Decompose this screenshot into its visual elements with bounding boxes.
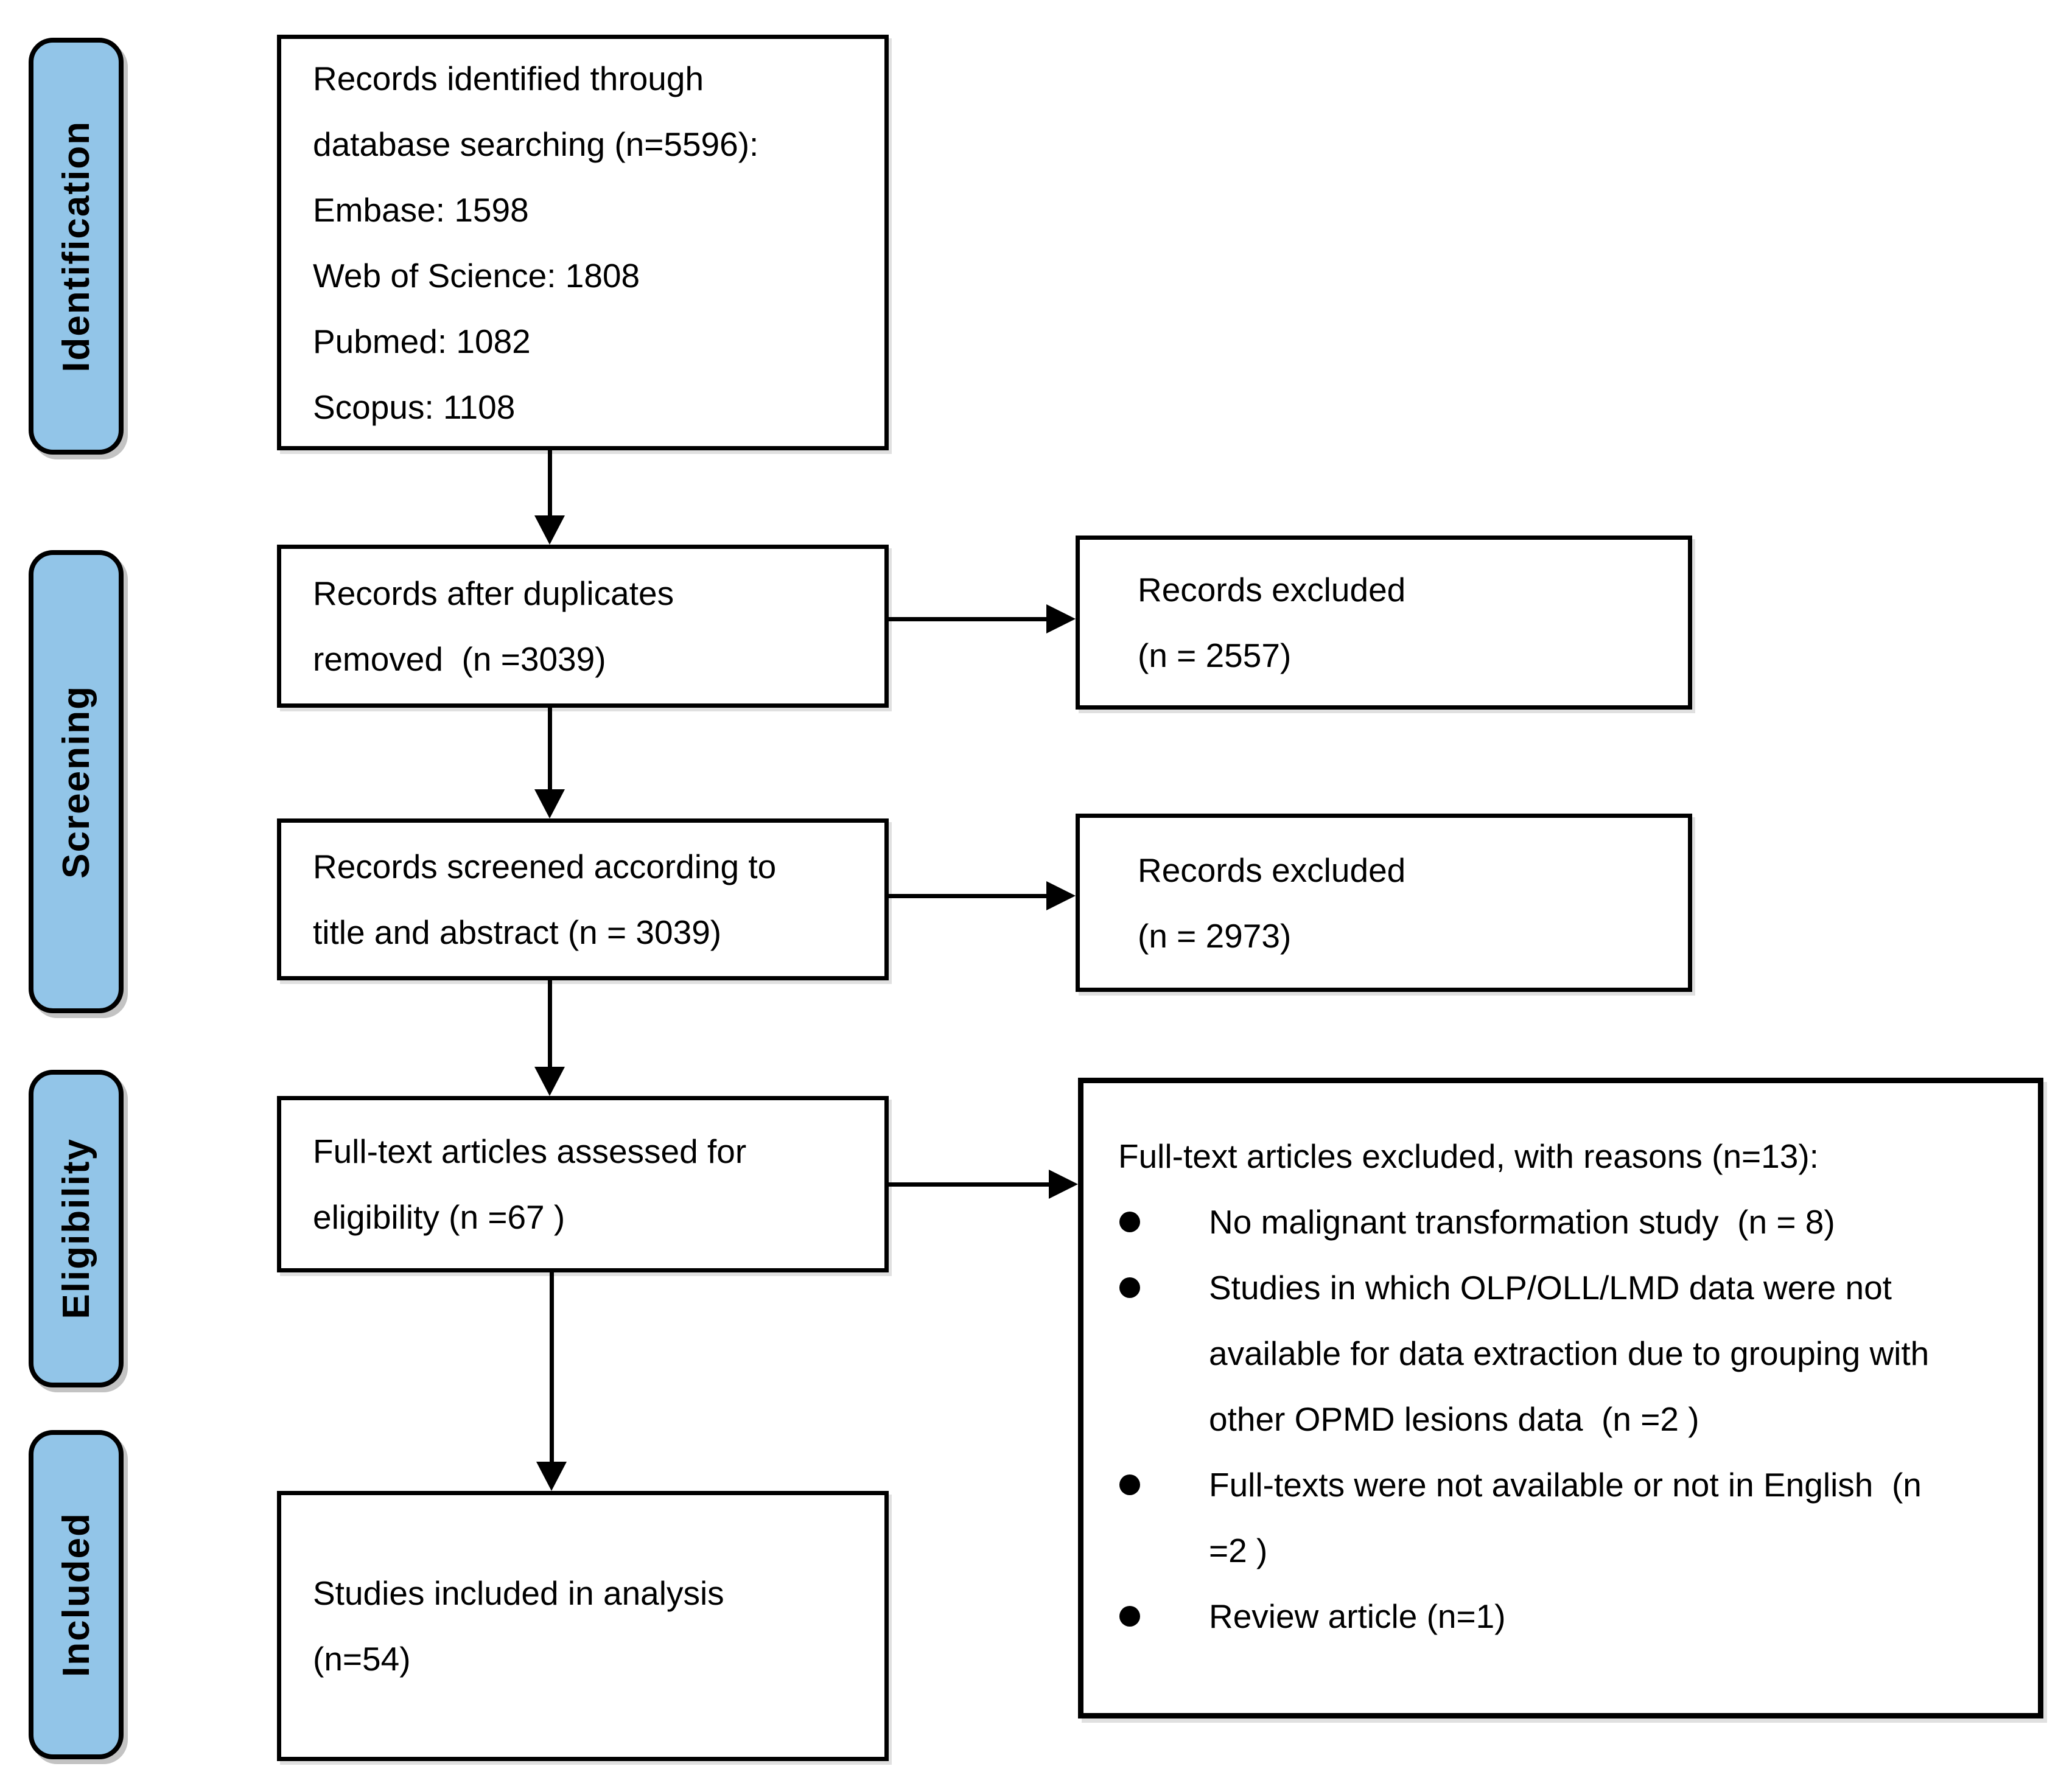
box-fulltext-excluded-header: Full-text articles excluded, with reason… xyxy=(1118,1137,1819,1175)
stage-label-identification-text: Identification xyxy=(55,120,97,372)
excluded-reason-item: Review article (n=1) xyxy=(1118,1583,2014,1649)
box-records-identified-line: Embase: 1598 xyxy=(313,190,529,229)
box-fulltext-assessed-line: Full-text articles assessed for xyxy=(313,1132,747,1170)
box-records-identified-line: database searching (n=5596): xyxy=(313,125,759,163)
stage-label-screening-text: Screening xyxy=(55,685,97,879)
stage-label-eligibility-text: Eligibility xyxy=(55,1138,97,1319)
bullet-dot-icon xyxy=(1119,1277,1140,1298)
box-records-excluded-duplicates-line: Records excluded xyxy=(1138,571,1406,609)
stage-label-included: Included xyxy=(29,1430,124,1759)
box-records-identified-line: Pubmed: 1082 xyxy=(313,322,531,360)
excluded-reason-line: Review article (n=1) xyxy=(1209,1597,1506,1635)
excluded-reason-line: =2 ) xyxy=(1209,1532,1268,1569)
box-duplicates-removed-line: Records after duplicates xyxy=(313,574,674,612)
box-records-identified-line: Scopus: 1108 xyxy=(313,388,516,426)
excluded-reason-item: Full-texts were not available or not in … xyxy=(1118,1452,2014,1583)
stage-label-included-text: Included xyxy=(55,1512,97,1677)
box-duplicates-removed-line: removed (n =3039) xyxy=(313,640,606,678)
box-records-excluded-duplicates: Records excluded (n = 2557) xyxy=(1076,536,1692,710)
excluded-reason-line: No malignant transformation study (n = 8… xyxy=(1209,1203,1835,1241)
excluded-reason-item: No malignant transformation study (n = 8… xyxy=(1118,1189,2014,1255)
stage-label-screening: Screening xyxy=(29,550,124,1013)
box-records-identified: Records identified through database sear… xyxy=(277,35,889,450)
box-duplicates-removed: Records after duplicates removed (n =303… xyxy=(277,545,889,708)
bullet-dot-icon xyxy=(1119,1212,1140,1232)
box-fulltext-assessed-line: eligibility (n =67 ) xyxy=(313,1198,565,1236)
box-fulltext-excluded: Full-text articles excluded, with reason… xyxy=(1078,1078,2043,1718)
box-records-excluded-screening-line: (n = 2973) xyxy=(1138,916,1292,955)
stage-label-eligibility: Eligibility xyxy=(29,1070,124,1387)
box-records-excluded-screening: Records excluded (n = 2973) xyxy=(1076,814,1692,992)
box-studies-included: Studies included in analysis (n=54) xyxy=(277,1491,889,1761)
excluded-reason-line: Studies in which OLP/OLL/LMD data were n… xyxy=(1209,1269,1892,1307)
box-records-identified-line: Web of Science: 1808 xyxy=(313,256,640,295)
box-studies-included-line: (n=54) xyxy=(313,1640,411,1678)
box-fulltext-assessed: Full-text articles assessed for eligibil… xyxy=(277,1096,889,1272)
box-records-identified-line: Records identified through xyxy=(313,59,704,97)
excluded-reason-line: Full-texts were not available or not in … xyxy=(1209,1466,1922,1504)
box-records-excluded-screening-line: Records excluded xyxy=(1138,851,1406,889)
excluded-reason-line: available for data extraction due to gro… xyxy=(1209,1335,1930,1372)
box-records-screened-line: Records screened according to xyxy=(313,848,777,885)
box-studies-included-line: Studies included in analysis xyxy=(313,1574,724,1612)
box-records-screened-line: title and abstract (n = 3039) xyxy=(313,913,722,951)
bullet-dot-icon xyxy=(1119,1474,1140,1495)
box-records-excluded-duplicates-line: (n = 2557) xyxy=(1138,637,1292,674)
box-records-screened: Records screened according to title and … xyxy=(277,818,889,980)
stage-label-identification: Identification xyxy=(29,38,124,455)
excluded-reason-item: Studies in which OLP/OLL/LMD data were n… xyxy=(1118,1255,2014,1452)
bullet-dot-icon xyxy=(1119,1606,1140,1627)
excluded-reason-line: other OPMD lesions data (n =2 ) xyxy=(1209,1400,1699,1438)
